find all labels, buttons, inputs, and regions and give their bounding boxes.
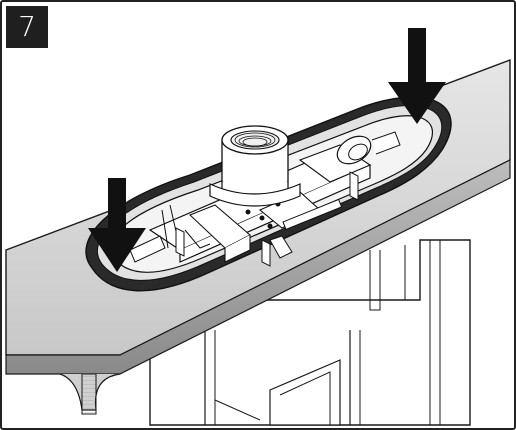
down-arrow-right-icon	[388, 28, 446, 124]
lower-housing	[149, 239, 471, 426]
threaded-fitting	[209, 125, 301, 207]
down-arrow-left-icon	[88, 178, 146, 272]
step-number-badge: 7	[6, 6, 48, 48]
